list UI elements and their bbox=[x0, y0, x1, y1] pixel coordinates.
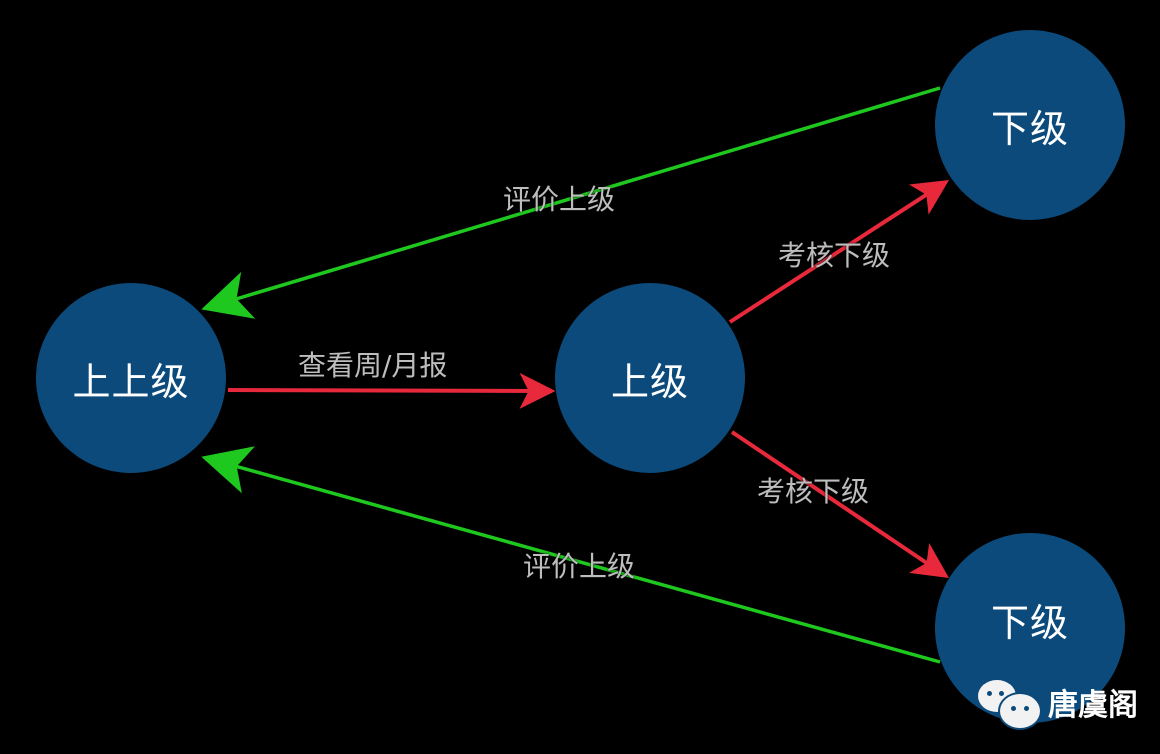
edge-label-evaluate-top: 评价上级 bbox=[503, 183, 616, 216]
watermark-text: 唐虞阁 bbox=[1048, 688, 1138, 723]
wechat-icon bbox=[978, 680, 1042, 730]
edge-assess-top bbox=[728, 180, 950, 324]
node-subordinate-bottom: 下级 bbox=[935, 533, 1125, 723]
edge-evaluate-bottom bbox=[201, 446, 941, 664]
edge-label-assess-top: 考核下级 bbox=[778, 239, 891, 272]
node-superior: 上级 bbox=[555, 283, 745, 473]
node-label: 上上级 bbox=[72, 359, 190, 404]
edge-view-reports bbox=[227, 372, 556, 409]
watermark: 唐虞阁 bbox=[978, 680, 1138, 730]
edge-evaluate-top bbox=[201, 86, 941, 319]
node-label: 下级 bbox=[990, 106, 1069, 151]
edge-label-evaluate-bottom: 评价上级 bbox=[523, 550, 636, 583]
edge-label-assess-bottom: 考核下级 bbox=[757, 475, 870, 508]
node-label: 上级 bbox=[610, 359, 689, 404]
node-top-superior: 上上级 bbox=[36, 283, 226, 473]
node-label: 下级 bbox=[990, 600, 1069, 645]
node-subordinate-top: 下级 bbox=[935, 30, 1125, 220]
edge-assess-bottom bbox=[730, 430, 949, 579]
edge-label-view-reports: 查看周/月报 bbox=[298, 349, 448, 382]
